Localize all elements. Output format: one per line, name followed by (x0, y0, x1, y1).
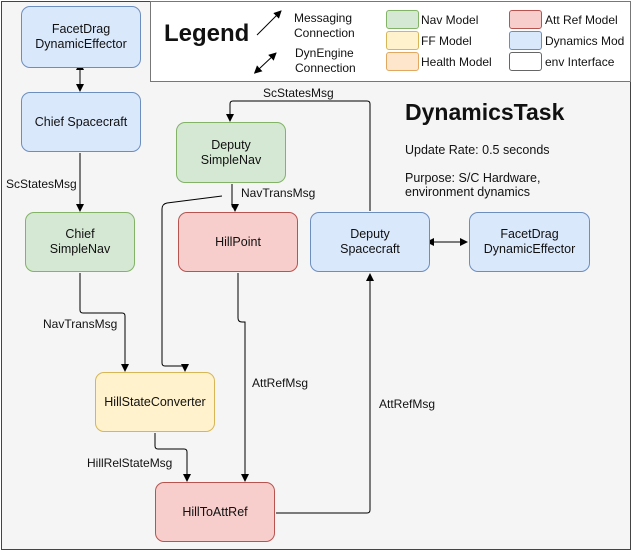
legend-label-nav: Nav Model (421, 13, 479, 27)
legend-messaging-label: Messaging (294, 11, 353, 25)
node-facetdrag-right-label: FacetDrag (500, 227, 559, 241)
legend-dynengine-label: DynEngine (295, 46, 354, 60)
edge-hsc-h2a (154, 433, 191, 482)
msg-attref-mid: AttRefMsg (251, 376, 310, 390)
node-chief-spacecraft-label: Chief Spacecraft (34, 114, 128, 129)
legend-label-dyn: Dynamics Mod (545, 34, 625, 48)
edge-h2a-deputy-sc (276, 273, 374, 514)
node-chief-simplenav-label-2: SimpleNav (49, 242, 111, 256)
legend-swatch-health (386, 52, 419, 71)
msg-navtrans-chief: NavTransMsg (42, 317, 119, 331)
edge-deputy-sc-deputy-nav (226, 100, 371, 211)
msg-hillrelstate: HillRelStateMsg (86, 456, 174, 470)
node-chief-spacecraft[interactable]: Chief Spacecraft (21, 92, 141, 152)
node-chief-simplenav-label: Chief (65, 227, 95, 241)
legend-label-att: Att Ref Model (545, 13, 618, 27)
node-facetdrag-left-label: FacetDrag (51, 22, 111, 36)
msg-scstates-left: ScStatesMsg (5, 177, 78, 191)
legend-label-ff: FF Model (421, 34, 472, 48)
legend-label-env: env Interface (545, 55, 615, 69)
legend-messaging-label-2: Connection (294, 26, 355, 40)
edge-deputy-nav-hsc (161, 195, 223, 372)
node-hillstateconverter-label: HillStateConverter (104, 394, 206, 409)
legend-title: Legend (164, 20, 250, 47)
legend-dynengine-label-2: Connection (295, 61, 356, 75)
node-hillpoint[interactable]: HillPoint (178, 212, 298, 272)
node-deputy-spacecraft-label-2: Spacecraft (340, 242, 400, 256)
node-deputy-spacecraft-label: Deputy (350, 227, 390, 241)
node-hilltoattref-label: HillToAttRef (182, 504, 248, 519)
task-title: DynamicsTask (405, 99, 565, 125)
node-deputy-simplenav-label: Deputy (211, 137, 251, 152)
legend-swatch-dyn (509, 31, 542, 50)
legend-swatch-nav (386, 10, 419, 29)
msg-attref-right: AttRefMsg (378, 397, 437, 411)
legend-messaging-arrow (256, 10, 282, 36)
task-purpose: Purpose: S/C Hardware, (405, 171, 541, 185)
msg-scstates-top: ScStatesMsg (262, 86, 335, 100)
legend-dynengine-arrow (253, 52, 277, 74)
edge-deputy-nav-hillpoint (231, 184, 239, 212)
node-deputy-simplenav-label-2: SimpleNav (200, 152, 262, 167)
legend-label-health: Health Model (421, 55, 492, 69)
edge-hillpoint-h2a (237, 273, 249, 482)
legend-swatch-att (509, 10, 542, 29)
node-facetdrag-right-label-2: DynamicEffector (483, 242, 576, 256)
legend-swatch-env (509, 52, 542, 71)
msg-navtrans-deputy: NavTransMsg (240, 186, 317, 200)
legend-swatch-ff (386, 31, 419, 50)
task-update-rate: Update Rate: 0.5 seconds (405, 143, 550, 157)
node-hillpoint-label: HillPoint (215, 234, 261, 249)
node-hilltoattref[interactable]: HillToAttRef (155, 482, 275, 542)
task-purpose-2: environment dynamics (405, 185, 531, 199)
node-hillstateconverter[interactable]: HillStateConverter (95, 372, 215, 432)
node-facetdrag-left-label-2: DynamicEffector (35, 37, 127, 51)
edge-chief-nav-hsc (79, 273, 129, 372)
